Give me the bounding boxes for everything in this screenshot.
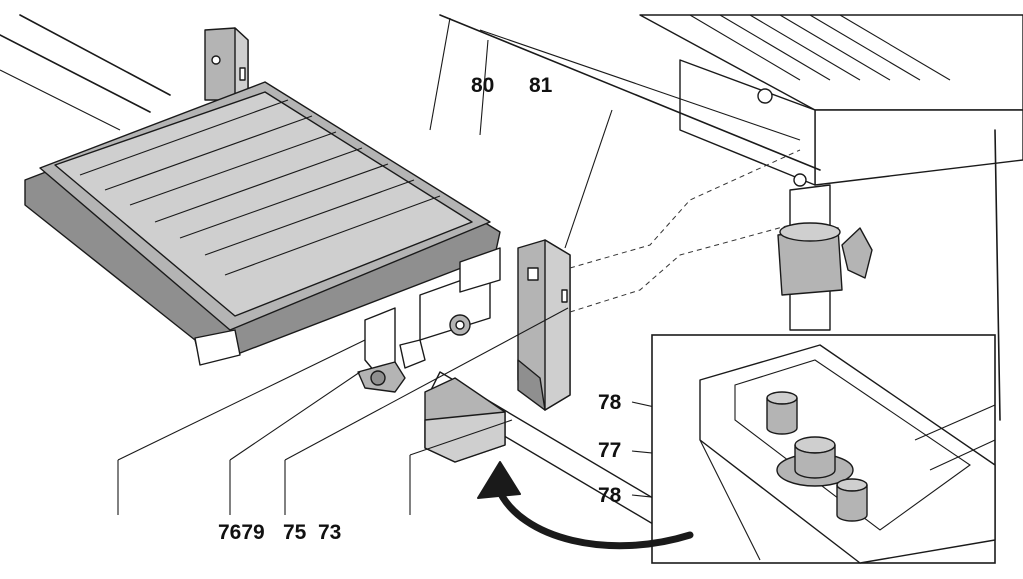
detail-inset [651, 334, 996, 564]
callout-81: 81 [529, 74, 553, 97]
stand-column [777, 129, 1001, 421]
callout-75: 75 [283, 521, 307, 544]
callout-7679: 7679 [218, 521, 265, 544]
dashed-guides [569, 149, 801, 313]
curved-arrow [477, 461, 694, 550]
table-underside-brackets [357, 247, 501, 393]
extension-table [24, 81, 501, 366]
clamp-post-right [517, 239, 571, 411]
callout-78-bottom: 78 [598, 484, 622, 507]
callout-78-top: 78 [598, 391, 622, 414]
callout-73: 73 [318, 521, 342, 544]
callout-80: 80 [471, 74, 495, 97]
background-rails-left [0, 14, 171, 131]
callout-77: 77 [598, 439, 622, 462]
rear-clamp-post [204, 27, 249, 101]
main-machine-table [439, 14, 1023, 186]
support-arm [424, 371, 691, 541]
